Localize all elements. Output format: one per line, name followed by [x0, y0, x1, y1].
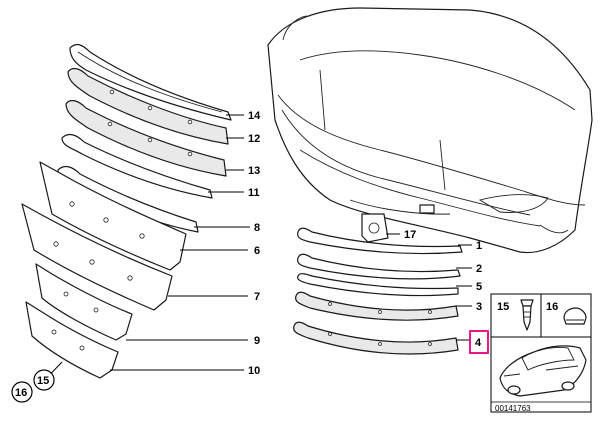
- part-4-strip[interactable]: [293, 321, 459, 355]
- part-2-strip[interactable]: [297, 253, 461, 280]
- callout-8: 8: [254, 222, 260, 234]
- part-11-strip[interactable]: [61, 133, 213, 199]
- part-13-strip[interactable]: [65, 99, 227, 177]
- callout-12: 12: [248, 133, 260, 145]
- inset-panel: 15 16 00141763: [490, 293, 592, 413]
- part-10-grille[interactable]: [25, 301, 119, 379]
- part-6-grille[interactable]: [39, 161, 187, 271]
- callout-4: 4: [475, 337, 482, 349]
- callout-6: 6: [254, 245, 260, 257]
- cap-icon: [563, 307, 587, 325]
- callout-3: 3: [476, 301, 482, 313]
- callout-10: 10: [248, 365, 260, 377]
- part-9-grille[interactable]: [35, 263, 133, 341]
- part-7-grille[interactable]: [21, 203, 173, 311]
- part-17-bracket[interactable]: [361, 213, 389, 243]
- part-14-strip[interactable]: [69, 43, 232, 121]
- callout-4-highlight[interactable]: 4: [469, 330, 489, 354]
- callout-5: 5: [476, 281, 482, 293]
- callout-17: 17: [404, 229, 416, 241]
- diagram-id: 00141763: [495, 404, 531, 413]
- part-3-strip[interactable]: [295, 291, 459, 321]
- clip-icon: [520, 299, 534, 331]
- callout-16-circle: 16: [11, 381, 33, 403]
- inset-label-16: 16: [546, 301, 558, 313]
- callout-15-circle: 15: [33, 369, 55, 391]
- part-5-strip[interactable]: [297, 273, 459, 297]
- callout-11: 11: [248, 187, 260, 199]
- inset-label-15: 15: [497, 301, 509, 313]
- callout-14: 14: [248, 110, 261, 122]
- svg-text:16: 16: [15, 387, 27, 399]
- part-1-strip[interactable]: [297, 227, 463, 255]
- callout-7: 7: [254, 291, 260, 303]
- bumper-illustration: [267, 7, 593, 254]
- part-12-strip[interactable]: [67, 67, 229, 145]
- callout-2: 2: [476, 263, 482, 275]
- svg-text:15: 15: [37, 375, 49, 387]
- callout-1: 1: [476, 240, 482, 252]
- callout-13: 13: [248, 165, 260, 177]
- callout-9: 9: [254, 335, 260, 347]
- car-thumbnail: [499, 345, 587, 397]
